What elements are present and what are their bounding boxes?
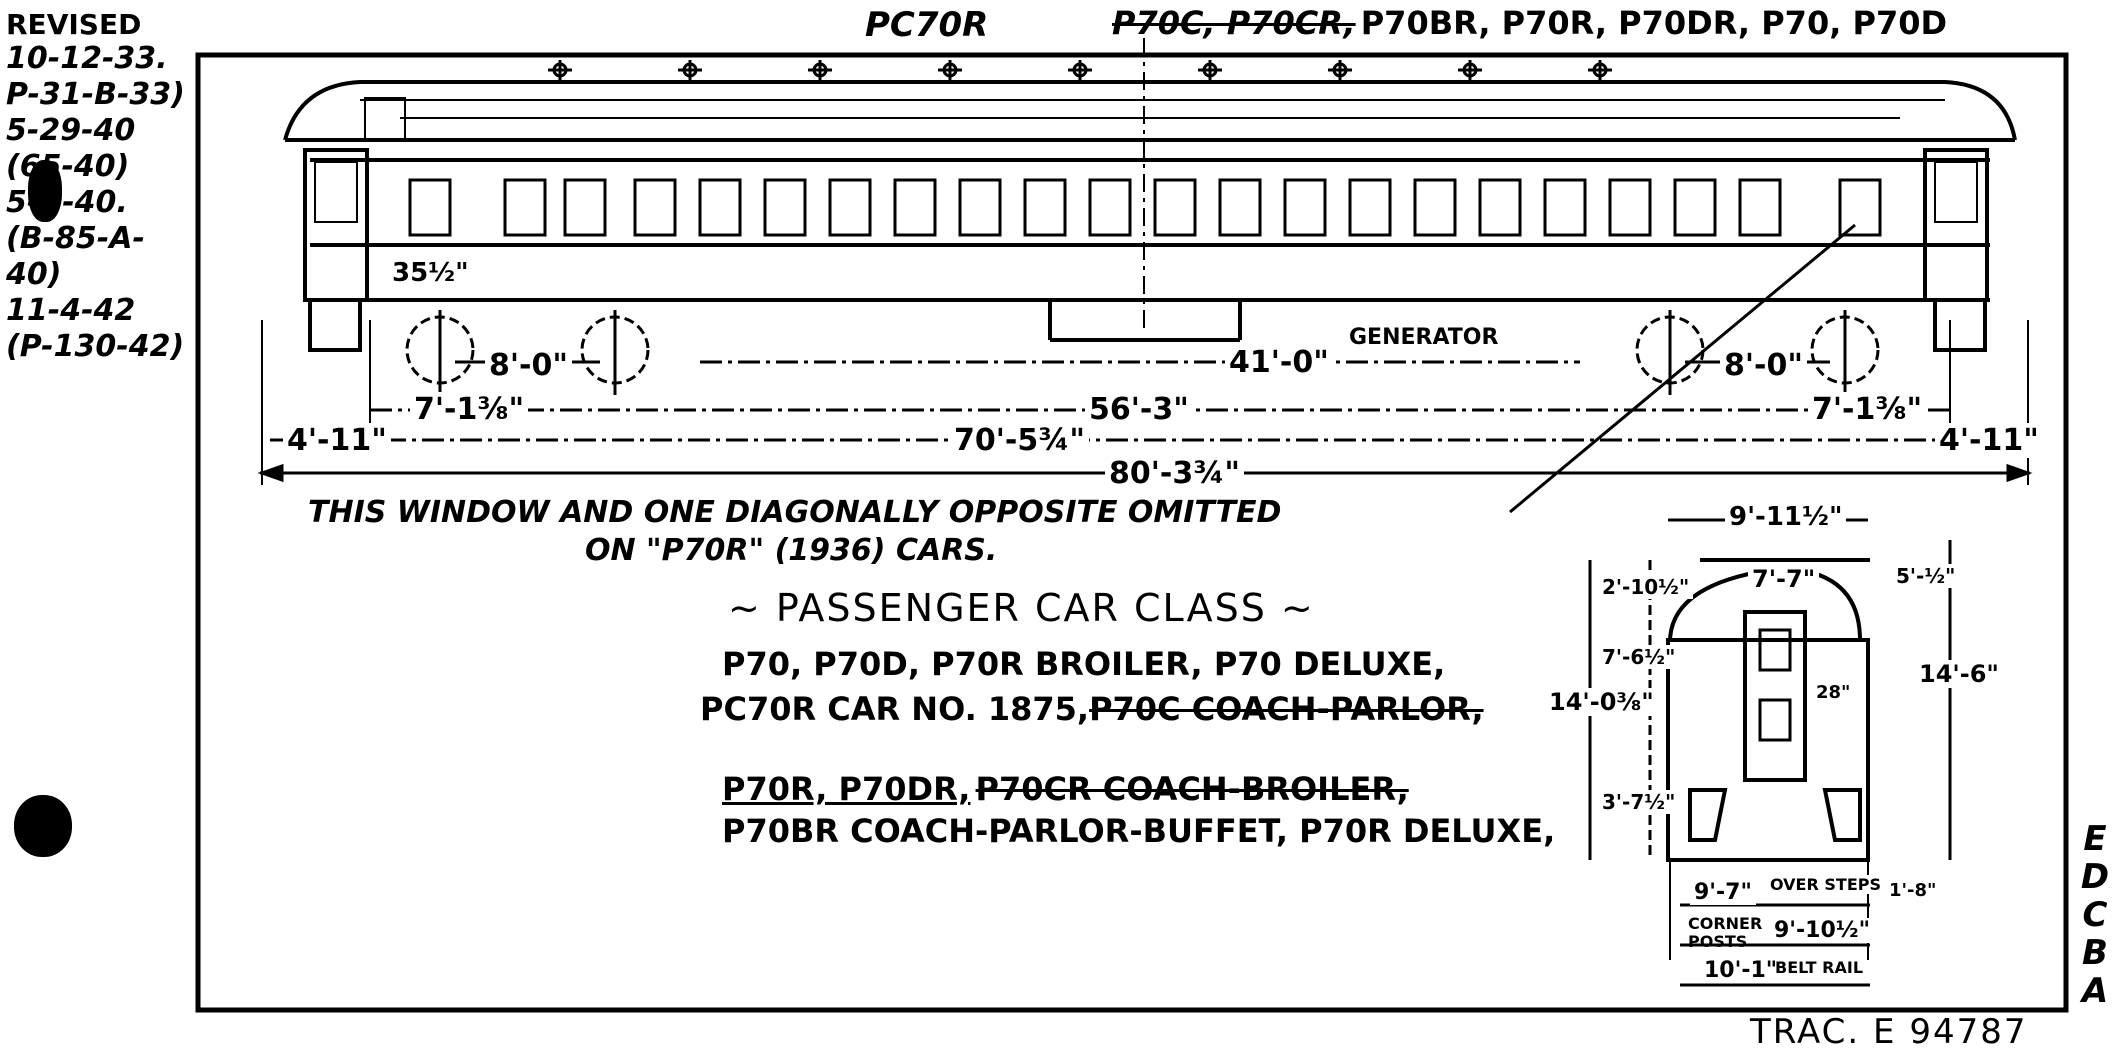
revision-letter: A <box>2081 971 2109 1011</box>
end-over-steps-label: OVER STEPS <box>1770 875 1881 894</box>
end-side-height: 7'-6½" <box>1598 645 1680 669</box>
dim-truck-centers: 41'-0" <box>1225 345 1333 380</box>
revision-block: REVISED 10-12-33. P-31-B-33) 5-29-40 (65… <box>6 8 196 365</box>
header-struck-codes: P70C, P70CR, <box>1112 4 1356 42</box>
class-line-4: P70BR COACH-PARLOR-BUFFET, P70R DELUXE, <box>722 812 1556 850</box>
end-corner-posts-label: CORNER POSTS <box>1688 914 1763 951</box>
generator-label: GENERATOR <box>1345 325 1503 350</box>
revision-entry: 5-B-40. <box>6 185 128 220</box>
revision-entry: P-31-B-33) <box>6 77 185 112</box>
revision-entry: 5-29-40 <box>6 113 136 148</box>
dim-truck-offset-left: 7'-1⅜" <box>410 392 529 427</box>
revision-label: REVISED <box>6 8 142 41</box>
end-lower-dim: 3'-7½" <box>1598 790 1680 814</box>
header-codes: P70C, P70CR, P70BR, P70R, P70DR, P70, P7… <box>1112 4 1947 42</box>
class-line-3-struck: P70CR COACH-BROILER, <box>975 770 1409 808</box>
end-step-dim: 1'-8" <box>1885 880 1941 901</box>
revision-entry: (B-85-A-40) <box>6 221 145 292</box>
class-line-2-active: PC70R CAR NO. 1875, <box>700 690 1090 728</box>
end-corner-posts: 9'-10½" <box>1770 918 1875 943</box>
revision-letter: C <box>2082 895 2108 935</box>
tracing-number: TRAC. E 94787 <box>1750 1012 2028 1052</box>
dim-truck-wheelbase-left: 8'-0" <box>485 348 573 383</box>
dim-over-body: 70'-5¾" <box>950 423 1089 458</box>
ink-blot <box>14 795 72 857</box>
car-trucks <box>405 310 1880 395</box>
header-class-code: PC70R <box>865 5 989 45</box>
end-height-right: 14'-6" <box>1915 660 2003 688</box>
class-line-2-struck: P70C COACH-PARLOR, <box>1089 690 1484 728</box>
dim-window-height: 35½" <box>388 258 473 288</box>
class-line-2: PC70R CAR NO. 1875,P70C COACH-PARLOR, <box>700 690 1484 728</box>
drawing-border <box>195 52 2069 1013</box>
end-roof-width: 7'-7" <box>1748 565 1820 593</box>
window-note-line-1: THIS WINDOW AND ONE DIAGONALLY OPPOSITE … <box>308 495 1282 530</box>
revision-entry: (65-40) <box>6 149 130 184</box>
class-line-3-active: P70R, P70DR, <box>722 770 971 808</box>
revision-entry: (P-130-42) <box>6 329 185 364</box>
class-line-3: P70R, P70DR, P70CR COACH-BROILER, <box>722 770 1409 808</box>
revision-letter: B <box>2082 933 2108 973</box>
end-width-top: 9'-11½" <box>1725 502 1847 532</box>
note-leader-line <box>1509 223 1856 514</box>
end-roof-height: 5'-½" <box>1892 564 1960 588</box>
ink-blot <box>28 160 62 222</box>
end-upper-dim: 2'-10½" <box>1598 575 1694 599</box>
revision-entry: 10-12-33. <box>6 41 168 76</box>
revision-letter: D <box>2080 857 2110 897</box>
car-windows <box>408 178 1882 237</box>
revision-letters: E D C B A <box>2075 820 2115 1010</box>
window-note-line-2: ON "P70R" (1936) CARS. <box>585 533 998 568</box>
roof-ventilators <box>548 60 1612 82</box>
revision-entry: 11-4-42 <box>6 293 136 328</box>
class-heading: ~ PASSENGER CAR CLASS ~ <box>728 586 1315 630</box>
dim-overall-length: 80'-3¾" <box>1105 456 1244 491</box>
dim-end-right: 4'-11" <box>1935 423 2043 458</box>
end-door-width: 28" <box>1812 682 1855 703</box>
end-belt-rail-label: BELT RAIL <box>1775 958 1864 977</box>
dim-over-trucks: 56'-3" <box>1085 392 1193 427</box>
header-active-codes: P70BR, P70R, P70DR, P70, P70D <box>1360 4 1948 42</box>
dim-truck-wheelbase-right: 8'-0" <box>1720 348 1808 383</box>
class-line-1: P70, P70D, P70R BROILER, P70 DELUXE, <box>722 645 1446 683</box>
dim-end-left: 4'-11" <box>283 423 391 458</box>
dim-truck-offset-right: 7'-1⅜" <box>1808 392 1927 427</box>
end-step-width: 9'-7" <box>1690 880 1756 905</box>
car-side-elevation <box>283 80 2017 352</box>
revision-letter: E <box>2083 819 2107 859</box>
end-height-left: 14'-0⅜" <box>1545 688 1658 716</box>
end-belt-rail-width: 10'-1" <box>1700 958 1782 983</box>
